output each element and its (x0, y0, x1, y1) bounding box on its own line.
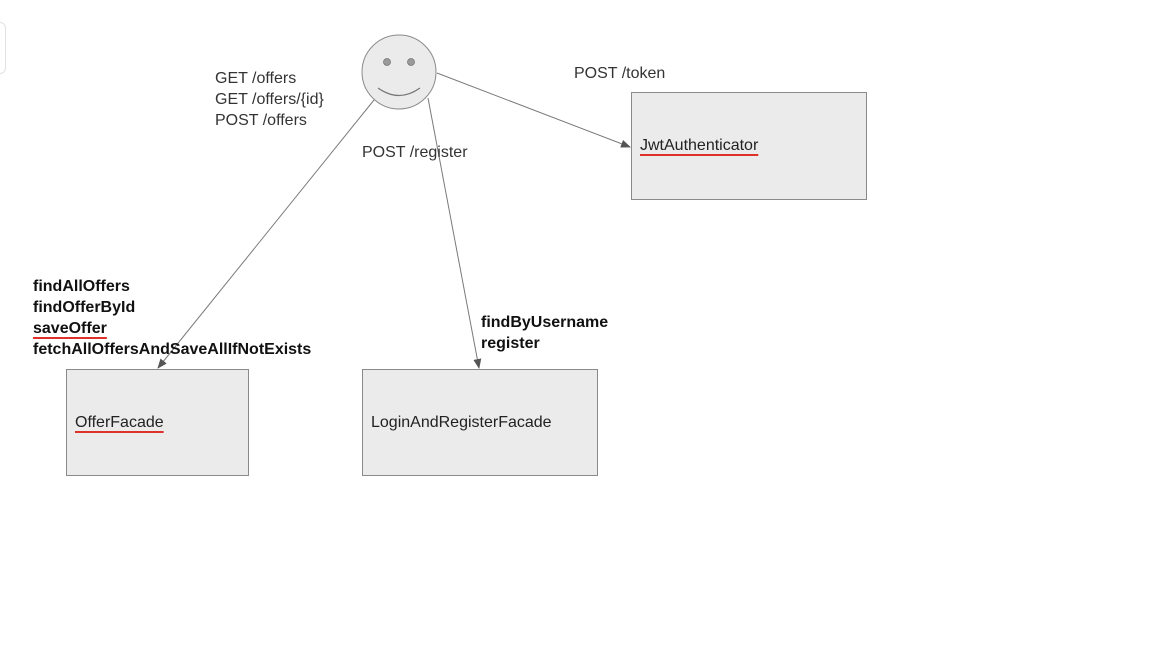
arrow-to-login-facade (427, 97, 482, 369)
endpoint-get-offers: GET /offers (215, 70, 297, 87)
method-fetch-all-offers: fetchAllOffersAndSaveAllIfNotExists (33, 341, 312, 358)
endpoint-get-offer-by-id: GET /offers/{id} (215, 91, 324, 108)
login-facade-label: LoginAndRegisterFacade (371, 414, 552, 431)
register-endpoint-label: POST /register (362, 144, 468, 161)
offers-endpoints-label: GET /offers GET /offers/{id} POST /offer… (215, 68, 324, 131)
login-facade-box[interactable]: LoginAndRegisterFacade (362, 369, 598, 476)
offer-facade-box[interactable]: OfferFacade (66, 369, 249, 476)
actor-smiley-icon (361, 34, 437, 110)
method-find-all-offers: findAllOffers (33, 278, 130, 295)
offer-facade-label: OfferFacade (75, 414, 164, 431)
jwt-authenticator-box[interactable]: JwtAuthenticator (631, 92, 867, 200)
method-find-offer-by-id: findOfferById (33, 299, 136, 316)
method-find-by-username: findByUsername (481, 314, 609, 331)
offer-methods-list: findAllOffers findOfferById saveOffer fe… (33, 276, 311, 360)
endpoint-post-offers: POST /offers (215, 112, 307, 129)
method-register: register (481, 335, 540, 352)
method-save-offer: saveOffer (33, 320, 107, 337)
token-endpoint-label: POST /token (574, 65, 666, 82)
arrow-to-jwt-authenticator (436, 72, 631, 148)
arrow-to-offer-facade (157, 99, 375, 369)
login-methods-list: findByUsername register (481, 312, 608, 354)
jwt-authenticator-label: JwtAuthenticator (640, 137, 759, 154)
